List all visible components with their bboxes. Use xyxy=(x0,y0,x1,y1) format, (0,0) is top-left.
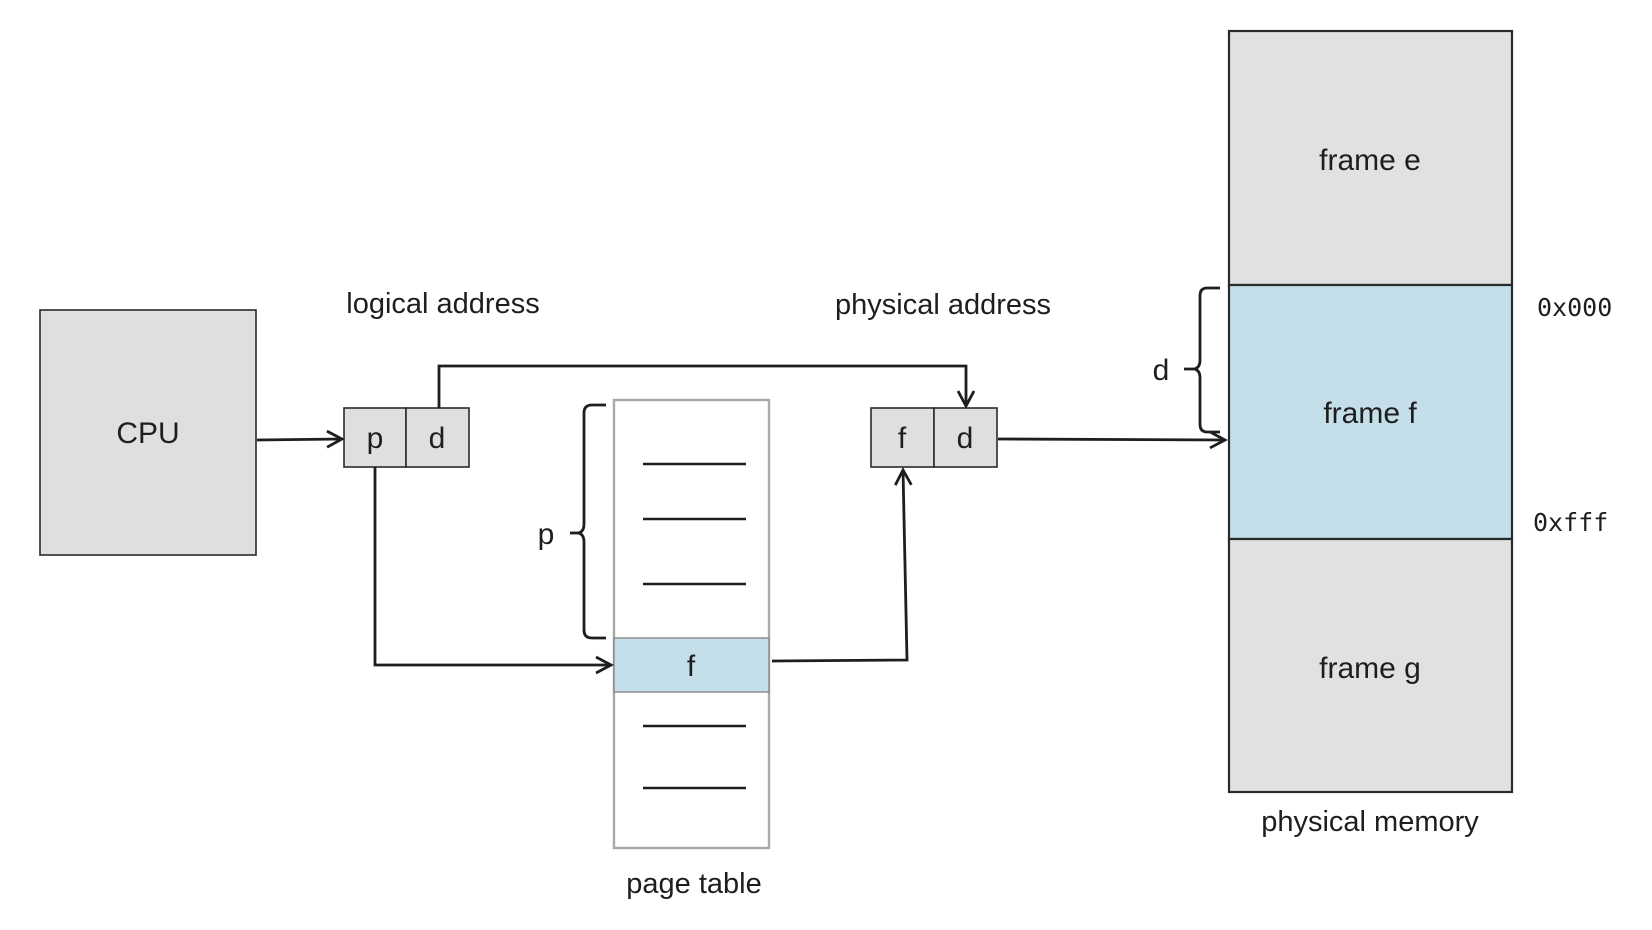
frame-f-block xyxy=(1227,283,1514,541)
frame-g-block xyxy=(1227,537,1514,794)
logical-address-title: logical address xyxy=(346,288,539,320)
page-table-title: page table xyxy=(626,868,761,900)
page-index-brace xyxy=(570,403,606,640)
page-table: f xyxy=(612,398,771,850)
offset-field xyxy=(405,407,470,468)
page-table-selected-entry xyxy=(613,637,770,693)
page-number-label: p xyxy=(367,422,384,455)
physical-address-title: physical address xyxy=(835,289,1051,321)
frame-g-label: frame g xyxy=(1319,652,1421,685)
physical-offset-field xyxy=(933,407,998,468)
logical-offset-label: d xyxy=(429,422,446,455)
cpu-to-logical-address-arrow xyxy=(256,429,345,449)
page-number-lookup-arrow xyxy=(373,467,614,675)
frame-offset-label: d xyxy=(1153,354,1170,387)
frame-number-arrow xyxy=(771,467,913,663)
page-number-field xyxy=(343,407,407,468)
logical-address-register: p d xyxy=(343,407,470,468)
cpu-block: CPU xyxy=(39,309,257,556)
physical-memory: frame e frame f frame g xyxy=(1227,29,1514,794)
offset-copy-arrow xyxy=(437,364,976,409)
page-index-label: p xyxy=(538,518,555,551)
physical-address-register: f d xyxy=(870,407,998,468)
frame-end-address: 0xfff xyxy=(1533,508,1608,537)
physical-offset-label: d xyxy=(957,422,974,455)
frame-start-address: 0x000 xyxy=(1537,293,1612,322)
frame-number-label: f xyxy=(898,422,907,455)
cpu-label: CPU xyxy=(116,417,179,450)
physical-memory-title: physical memory xyxy=(1261,806,1479,838)
physical-address-to-memory-arrow xyxy=(997,430,1228,450)
frame-offset-brace xyxy=(1184,286,1220,434)
page-table-entry-label: f xyxy=(687,650,696,683)
frame-e-block xyxy=(1227,29,1514,287)
frame-f-label: frame f xyxy=(1323,397,1417,430)
frame-e-label: frame e xyxy=(1319,144,1421,177)
